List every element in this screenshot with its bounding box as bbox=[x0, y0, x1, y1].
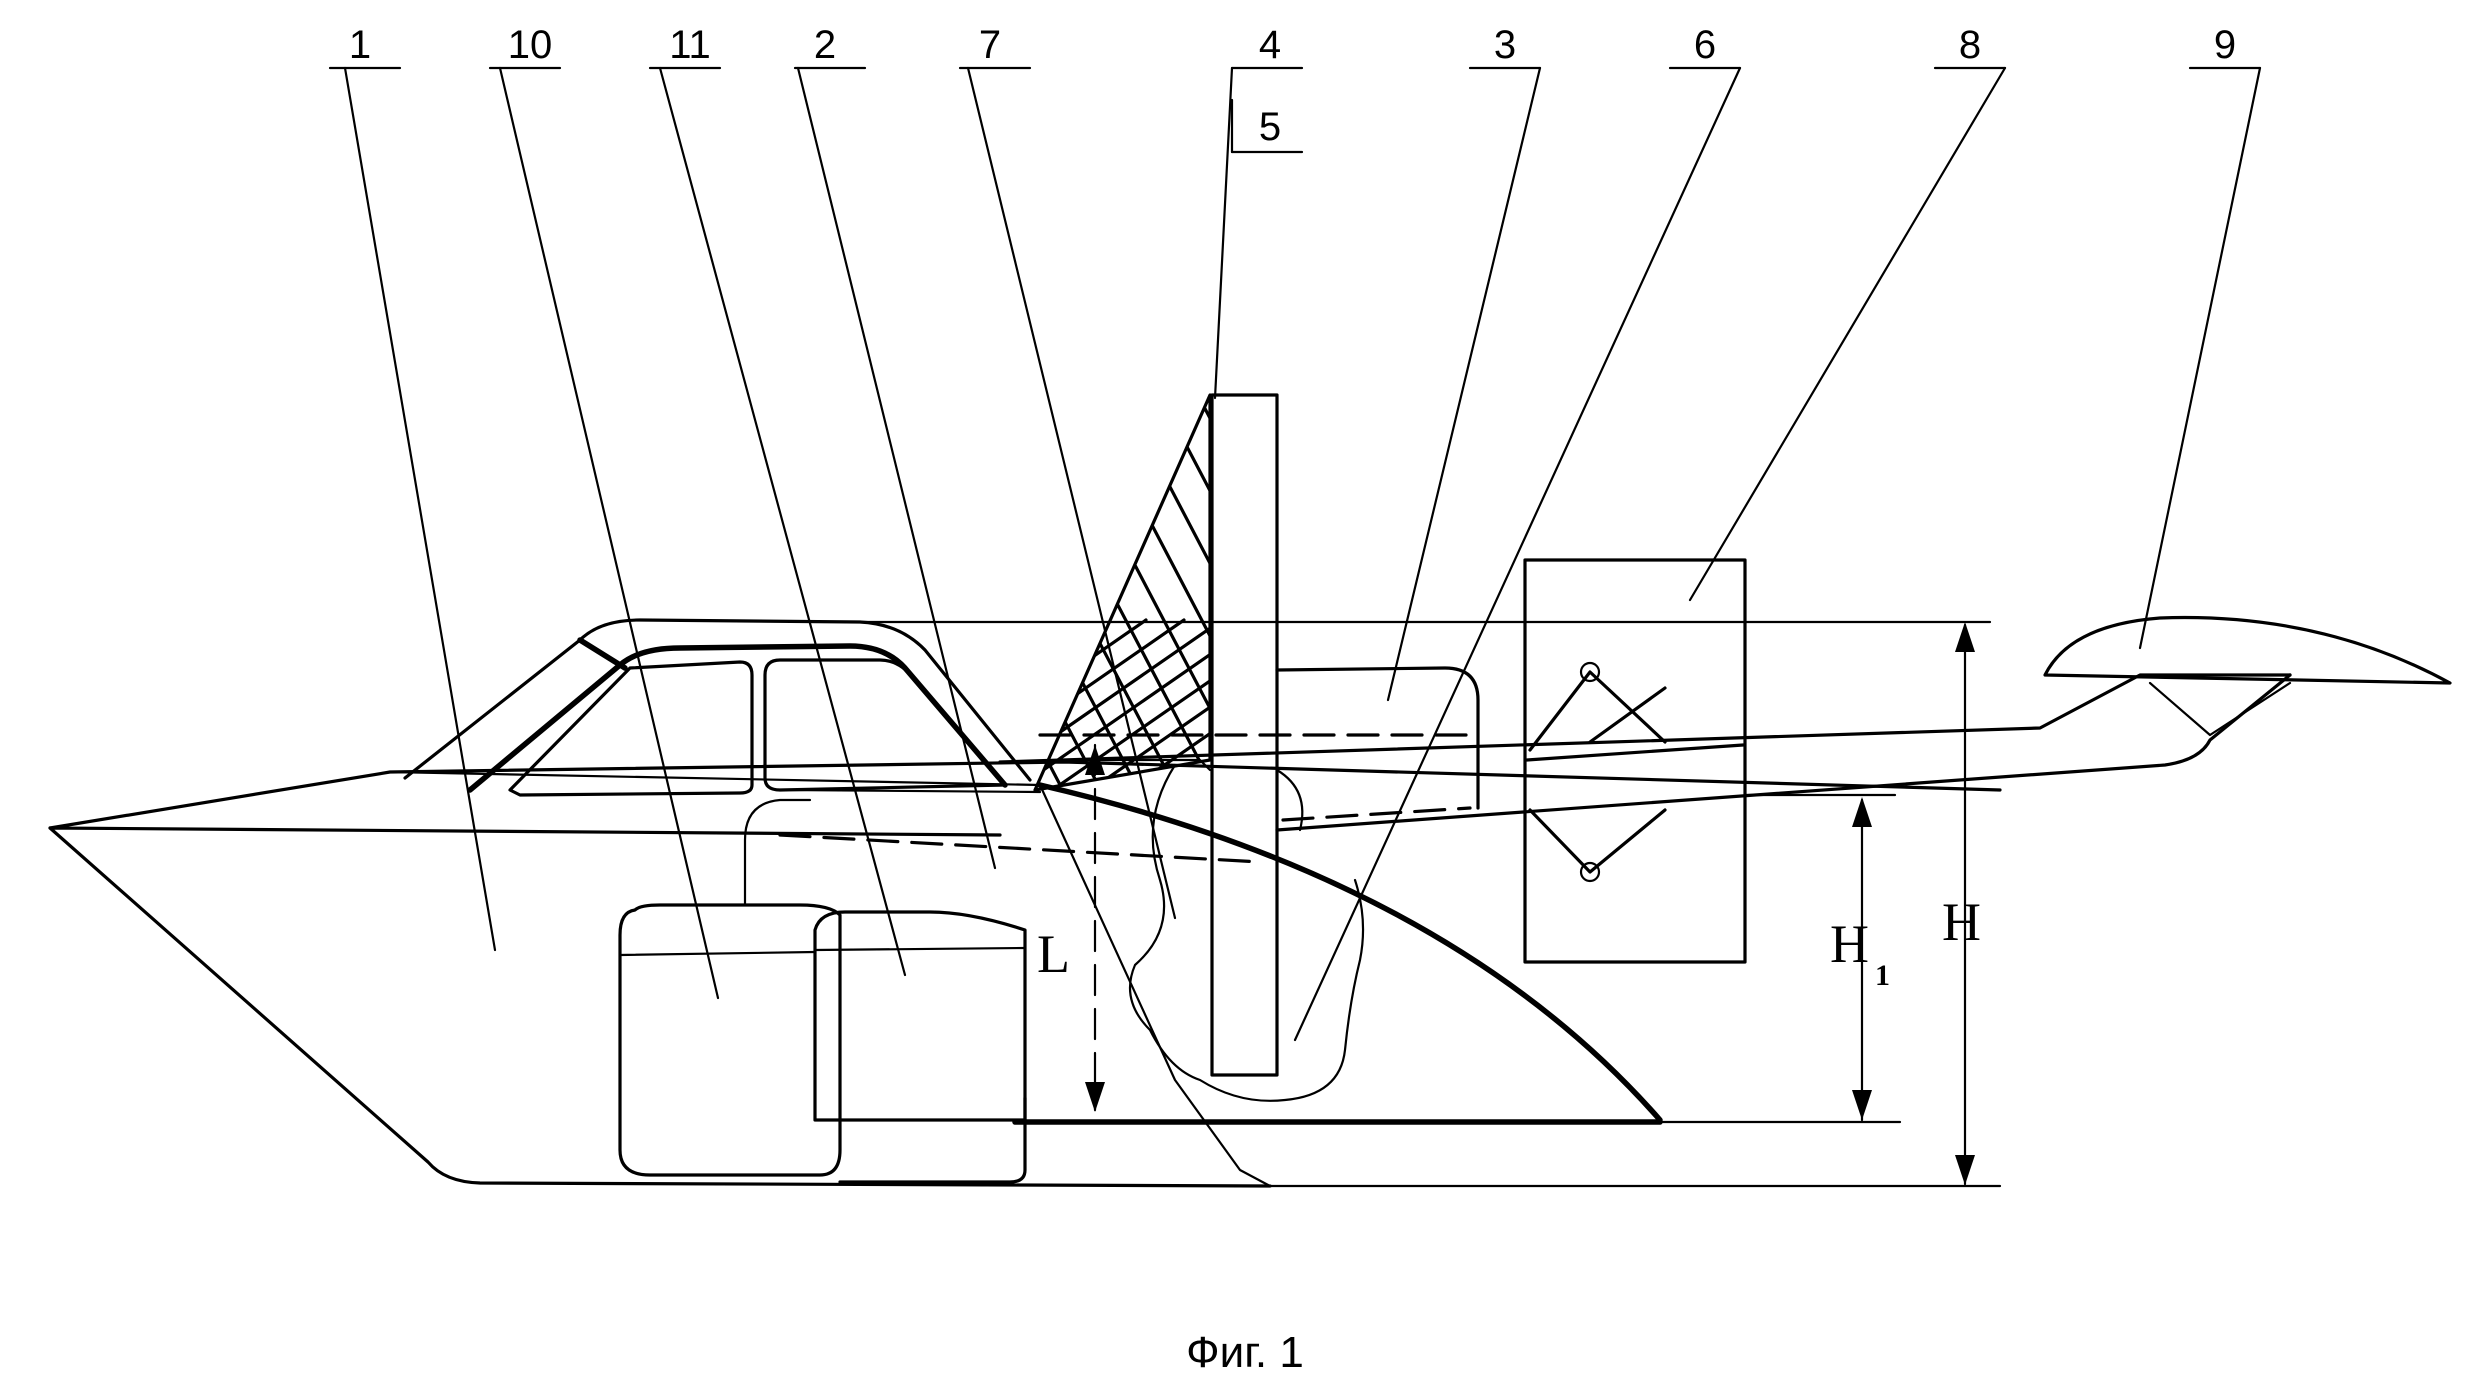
sail-grid-line bbox=[582, 380, 802, 800]
fin-curve bbox=[1040, 785, 1660, 1120]
dim-h-label: H bbox=[1942, 892, 1981, 952]
sail-grid-line bbox=[848, 380, 1068, 800]
canopy-outer bbox=[405, 620, 1030, 780]
callout-leader bbox=[1388, 68, 1540, 700]
canopy-window-right bbox=[765, 660, 1005, 790]
pontoon-rear-line bbox=[815, 948, 1025, 950]
dim-h1-arrow-bottom bbox=[1852, 1090, 1872, 1120]
canopy-strut bbox=[580, 640, 625, 668]
cabin-canopy bbox=[405, 620, 1040, 795]
cutaway-break-line bbox=[1130, 765, 1363, 1101]
grid-sail bbox=[544, 380, 1754, 800]
callout-number: 5 bbox=[1259, 105, 1281, 149]
callout-leader bbox=[1690, 68, 2005, 600]
callout-leader bbox=[1215, 68, 1232, 398]
pontoon-strut bbox=[745, 800, 810, 905]
dim-h-arrow-top bbox=[1955, 622, 1975, 652]
dimension-h1: H 1 bbox=[1660, 795, 1900, 1122]
pontoon-rear bbox=[815, 912, 1025, 1120]
sail-grid-line bbox=[1266, 380, 1486, 800]
callout-leader bbox=[500, 68, 718, 998]
tail-boom-bottom bbox=[1277, 675, 2290, 830]
sail-grid-line bbox=[1076, 620, 1336, 800]
callout-leader bbox=[1295, 68, 1740, 1040]
callout-leader bbox=[798, 68, 995, 868]
callout-number: 2 bbox=[814, 23, 836, 67]
callout-number: 4 bbox=[1259, 23, 1281, 67]
callouts: 1 10 11 2 7 4 5 3 6 8 9 bbox=[330, 23, 2260, 1040]
sail-grid-line bbox=[620, 380, 840, 800]
callout-number: 3 bbox=[1494, 23, 1516, 67]
sail-grid-line bbox=[772, 380, 992, 800]
cabin-floor-line bbox=[790, 790, 1040, 792]
sail-grid-line bbox=[1380, 380, 1600, 800]
sail-grid-line bbox=[1494, 620, 1754, 800]
callout-number: 6 bbox=[1694, 23, 1716, 67]
sail-grid-line bbox=[1456, 380, 1676, 800]
dim-h1-label: H bbox=[1830, 914, 1869, 974]
sail-grid-line bbox=[1114, 620, 1374, 800]
callout-leader bbox=[345, 68, 495, 950]
callout-number: 11 bbox=[669, 23, 711, 67]
figure-caption: Фиг. 1 bbox=[1186, 1328, 1304, 1377]
sail-grid-line bbox=[886, 620, 1146, 800]
sail-grid-line bbox=[1038, 620, 1298, 800]
callout-leader bbox=[2140, 68, 2260, 648]
dashed-centerline bbox=[780, 835, 1260, 862]
sail-grid-line bbox=[1342, 380, 1562, 800]
callout-leader bbox=[660, 68, 905, 975]
engine-fairing bbox=[1277, 668, 1478, 808]
dim-l-label: L bbox=[1037, 924, 1070, 984]
sail-grid bbox=[544, 380, 1754, 800]
sail-grid-line bbox=[924, 380, 1144, 800]
sail-grid-line bbox=[544, 380, 764, 800]
callout-number: 8 bbox=[1959, 23, 1981, 67]
dim-h1-index: 1 bbox=[1875, 959, 1890, 992]
tail-wing-airfoil bbox=[2045, 618, 2450, 683]
pontoons bbox=[620, 800, 1025, 1182]
callout-number: 9 bbox=[2214, 23, 2236, 67]
sail-grid-line bbox=[1190, 380, 1410, 800]
sail-grid-line bbox=[1456, 620, 1716, 800]
sail-grid-line bbox=[734, 380, 954, 800]
pontoon-rear-tail bbox=[840, 1098, 1025, 1182]
rudder-boom-cover bbox=[1527, 745, 1743, 760]
pontoon-front bbox=[620, 905, 840, 1175]
dim-l-arrow-bottom bbox=[1085, 1082, 1105, 1112]
sail-grid-line bbox=[658, 380, 878, 800]
dimension-h: H bbox=[860, 622, 2000, 1186]
callout-number: 7 bbox=[979, 23, 1001, 67]
callout-number: 1 bbox=[349, 23, 371, 67]
sail-grid-line bbox=[1494, 380, 1714, 800]
sail-grid-line bbox=[696, 380, 916, 800]
pontoon-front-line bbox=[620, 952, 815, 955]
rudder-box-outline bbox=[1525, 560, 1745, 962]
rudder-box bbox=[1525, 560, 1745, 962]
rudder-diamond-upper bbox=[1590, 688, 1665, 742]
callout-number: 10 bbox=[508, 23, 553, 67]
dim-h1-arrow-top bbox=[1852, 797, 1872, 827]
sail-grid-line bbox=[1418, 380, 1638, 800]
dim-h-arrow-bottom bbox=[1955, 1155, 1975, 1185]
